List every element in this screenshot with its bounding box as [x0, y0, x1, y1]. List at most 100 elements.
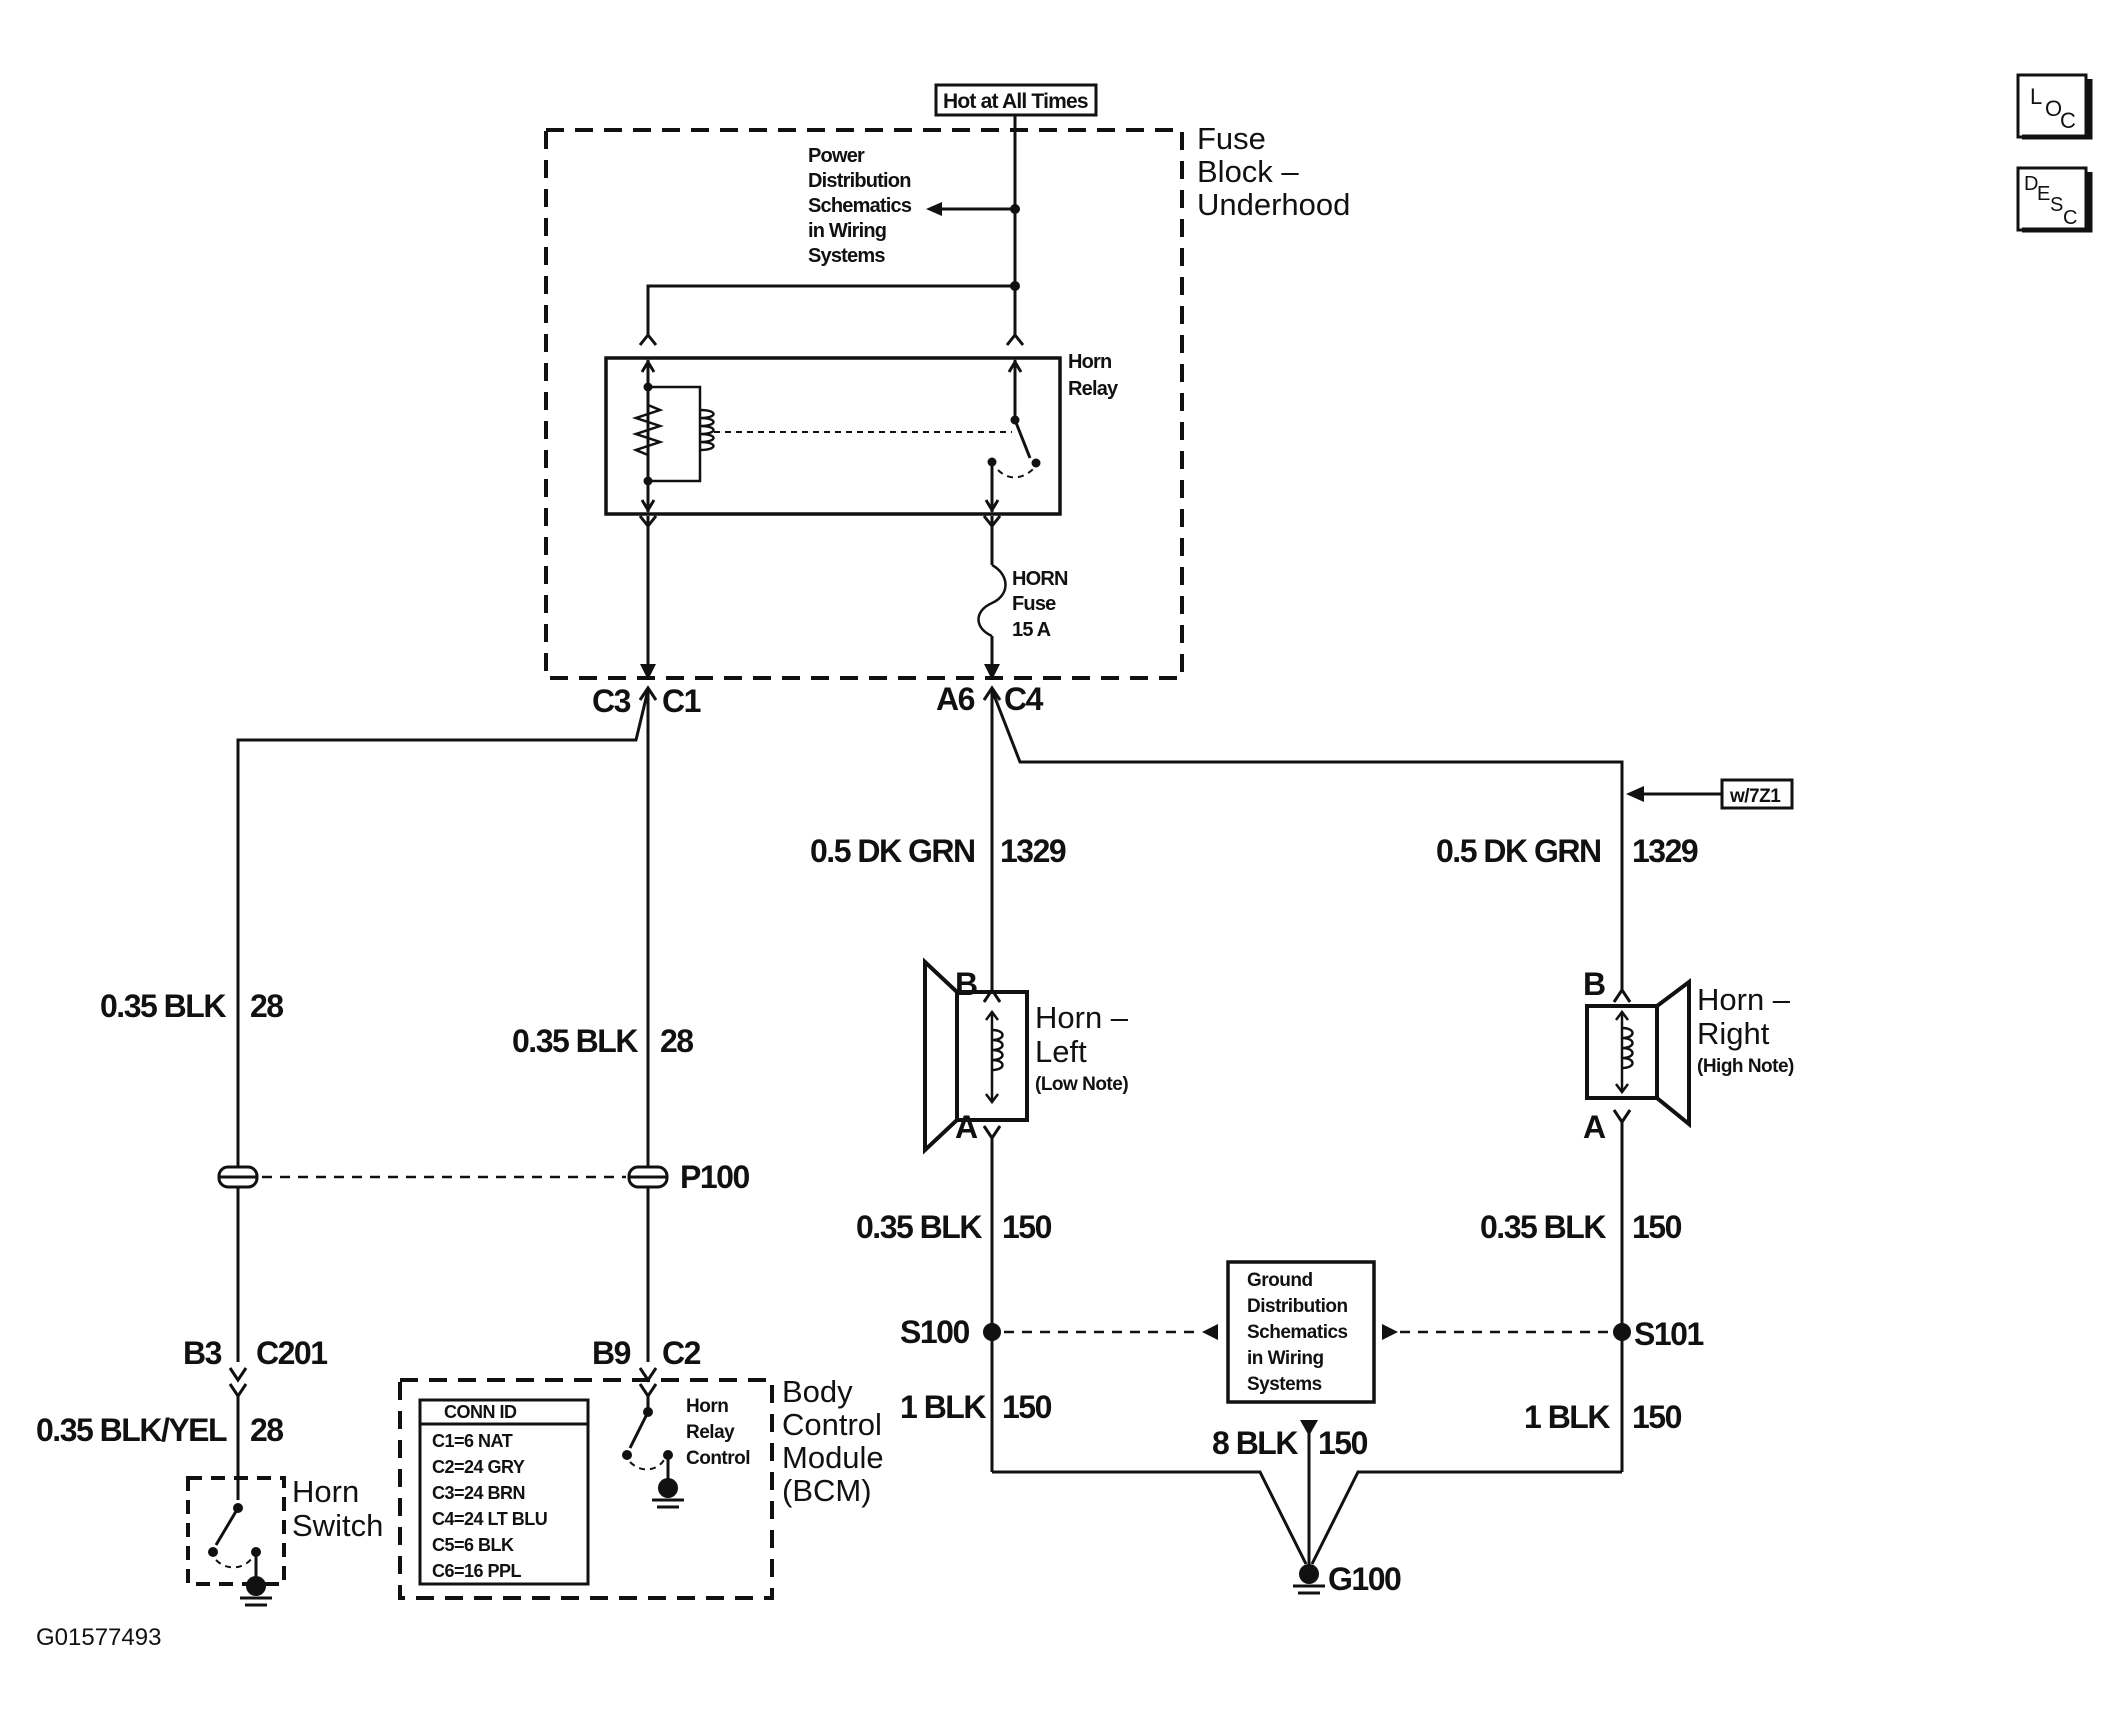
horn-relay-control-label: Horn Relay Control [686, 1396, 751, 1469]
conn-horn-left-b: B [955, 966, 977, 1002]
w7z1-label: w/7Z1 [1729, 786, 1781, 807]
p100-connector-left [217, 1165, 259, 1189]
svg-text:L: L [2030, 84, 2042, 109]
svg-text:in Wiring: in Wiring [1247, 1348, 1324, 1369]
horn-relay-box [604, 356, 1062, 516]
fuse-block-label: Fuse Block – Underhood [1197, 121, 1350, 222]
svg-text:O: O [2045, 96, 2062, 121]
conn-c1: C1 [662, 683, 701, 719]
svg-text:Body: Body [782, 1374, 853, 1409]
svg-text:Left: Left [1035, 1034, 1087, 1069]
hot-at-all-times-box [934, 83, 1098, 117]
bcm-border [398, 1378, 774, 1600]
svg-text:Systems: Systems [808, 245, 885, 267]
wire-1blk-right: 1 BLK [1524, 1399, 1610, 1435]
wire-blk150-right: 0.35 BLK [1480, 1209, 1606, 1245]
horn-right-label: Horn – Right (High Note) [1697, 982, 1795, 1077]
svg-text:Power: Power [808, 145, 865, 167]
svg-text:1329: 1329 [1632, 833, 1698, 869]
wire-dkgrn-right: 0.5 DK GRN [1436, 833, 1601, 869]
svg-text:S: S [2050, 194, 2063, 216]
figure-id: G01577493 [36, 1624, 161, 1651]
splice-s100-dot [983, 1323, 1001, 1341]
svg-text:Block –: Block – [1197, 154, 1299, 189]
svg-text:Horn: Horn [686, 1396, 728, 1417]
ground-symbol-g100 [1293, 1564, 1325, 1595]
conn-horn-right-b: B [1583, 966, 1605, 1002]
horn-switch-label: Horn Switch [292, 1474, 383, 1543]
svg-text:Schematics: Schematics [808, 195, 912, 217]
conn-id-header: CONN ID [444, 1402, 517, 1422]
svg-text:Schematics: Schematics [1247, 1322, 1348, 1343]
svg-text:28: 28 [250, 1412, 283, 1448]
conn-horn-left-a: A [955, 1109, 978, 1145]
svg-text:C5=6 BLK: C5=6 BLK [432, 1535, 514, 1555]
svg-text:Control: Control [686, 1448, 750, 1469]
ground-distribution-box [1226, 1260, 1376, 1404]
svg-text:1329: 1329 [1000, 833, 1066, 869]
conn-c4: C4 [1004, 681, 1044, 717]
horn-switch-border [186, 1476, 286, 1586]
wire-8blk: 8 BLK [1212, 1425, 1298, 1461]
ground-g100: G100 [1328, 1561, 1401, 1597]
svg-text:Horn: Horn [292, 1474, 359, 1509]
conn-c201: C201 [256, 1335, 327, 1371]
svg-text:150: 150 [1632, 1399, 1682, 1435]
svg-text:in Wiring: in Wiring [808, 220, 886, 242]
loc-icon[interactable]: L O C [2016, 73, 2093, 140]
svg-text:E: E [2037, 183, 2050, 205]
wire-dkgrn-left: 0.5 DK GRN [810, 833, 975, 869]
svg-text:C: C [2063, 207, 2077, 229]
svg-text:Horn –: Horn – [1035, 1000, 1129, 1035]
splice-s101: S101 [1634, 1316, 1703, 1352]
svg-text:Distribution: Distribution [1247, 1296, 1348, 1317]
wire-blk-yel: 0.35 BLK/YEL [36, 1412, 227, 1448]
svg-text:C3=24 BRN: C3=24 BRN [432, 1483, 525, 1503]
svg-text:150: 150 [1632, 1209, 1682, 1245]
power-distribution-note: Power Distribution Schematics in Wiring … [808, 145, 913, 267]
conn-p100: P100 [680, 1159, 749, 1195]
svg-text:Distribution: Distribution [808, 170, 911, 192]
fuse-block-border [544, 128, 1184, 680]
svg-text:Right: Right [1697, 1016, 1770, 1051]
svg-text:Horn: Horn [1068, 351, 1111, 373]
wire-blk150-left: 0.35 BLK [856, 1209, 982, 1245]
ground-symbol-switch [240, 1576, 272, 1607]
p100-connector-right [627, 1165, 669, 1189]
svg-text:C4=24 LT BLU: C4=24 LT BLU [432, 1509, 547, 1529]
desc-icon[interactable]: D E S C [2016, 166, 2093, 233]
hot-at-all-times-label: Hot at All Times [943, 90, 1088, 113]
horn-fuse-label: HORN Fuse 15 A [1012, 568, 1069, 641]
conn-c2: C2 [662, 1335, 701, 1371]
svg-text:C: C [2060, 108, 2076, 133]
horn-left [923, 957, 1029, 1155]
svg-text:Relay: Relay [1068, 378, 1119, 400]
ground-distribution-note: Ground Distribution Schematics in Wiring… [1247, 1270, 1348, 1395]
conn-id-table: CONN ID C1=6 NAT C2=24 GRY C3=24 BRN C4=… [418, 1398, 590, 1586]
svg-text:Fuse: Fuse [1197, 121, 1266, 156]
wire-1blk-left: 1 BLK [900, 1389, 986, 1425]
horn-right [1585, 978, 1691, 1129]
conn-horn-right-a: A [1583, 1109, 1606, 1145]
svg-text:15 A: 15 A [1012, 619, 1051, 641]
svg-text:Relay: Relay [686, 1422, 735, 1443]
svg-text:(High Note): (High Note) [1697, 1056, 1794, 1077]
svg-text:28: 28 [250, 988, 283, 1024]
svg-text:Ground: Ground [1247, 1270, 1313, 1291]
svg-text:C2=24 GRY: C2=24 GRY [432, 1457, 525, 1477]
svg-text:(Low Note): (Low Note) [1035, 1074, 1128, 1095]
svg-text:HORN: HORN [1012, 568, 1068, 590]
horn-left-label: Horn – Left (Low Note) [1035, 1000, 1129, 1095]
svg-text:C6=16 PPL: C6=16 PPL [432, 1561, 522, 1581]
svg-text:150: 150 [1318, 1425, 1368, 1461]
svg-text:28: 28 [660, 1023, 693, 1059]
svg-text:(BCM): (BCM) [782, 1473, 872, 1508]
svg-text:150: 150 [1002, 1389, 1052, 1425]
bcm-label: Body Control Module (BCM) [782, 1374, 884, 1508]
conn-b9: B9 [592, 1335, 631, 1371]
svg-text:C1=6 NAT: C1=6 NAT [432, 1431, 513, 1451]
ground-symbol-bcm [652, 1478, 684, 1509]
w7z1-box [1720, 778, 1794, 810]
svg-text:D: D [2024, 173, 2038, 195]
